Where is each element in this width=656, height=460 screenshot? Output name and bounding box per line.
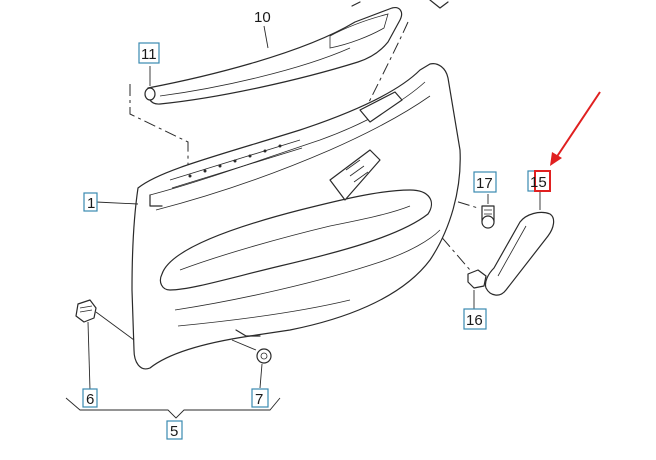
grab-handle-cover-15: [484, 190, 555, 296]
screw-part-17: [481, 194, 495, 229]
callout-7: 7: [251, 388, 269, 408]
callout-17-label: 17: [476, 175, 493, 192]
clip-part-6: [75, 299, 135, 391]
upper-trim-strip: [146, 0, 449, 105]
callout-11: 11: [138, 42, 160, 64]
leader-part-10: [263, 25, 269, 49]
callout-5-label: 5: [170, 423, 178, 440]
callout-15: 15: [527, 170, 551, 192]
highlight-box: [534, 170, 551, 192]
callout-10: 10: [254, 9, 271, 26]
door-trim-panel: [131, 63, 461, 370]
callout-17: 17: [473, 171, 497, 193]
group-bracket-5: [65, 397, 281, 419]
red-pointer-arrow: [550, 91, 601, 166]
callout-7-label: 7: [255, 391, 263, 408]
leader-part-1: [95, 201, 139, 205]
clip-part-11: [144, 66, 156, 101]
callout-6-label: 6: [86, 391, 94, 408]
callout-1: 1: [83, 192, 98, 212]
callout-11-label: 11: [141, 46, 157, 63]
callout-6: 6: [82, 388, 98, 408]
clip-part-16: [467, 269, 487, 310]
callout-10-label: 10: [254, 9, 271, 26]
callout-16-label: 16: [466, 312, 483, 329]
callout-1-label: 1: [87, 195, 95, 212]
callout-15-label: 15: [530, 174, 547, 191]
callout-5: 5: [166, 420, 183, 440]
callout-16: 16: [463, 308, 487, 330]
clip-part-7: [231, 339, 272, 389]
